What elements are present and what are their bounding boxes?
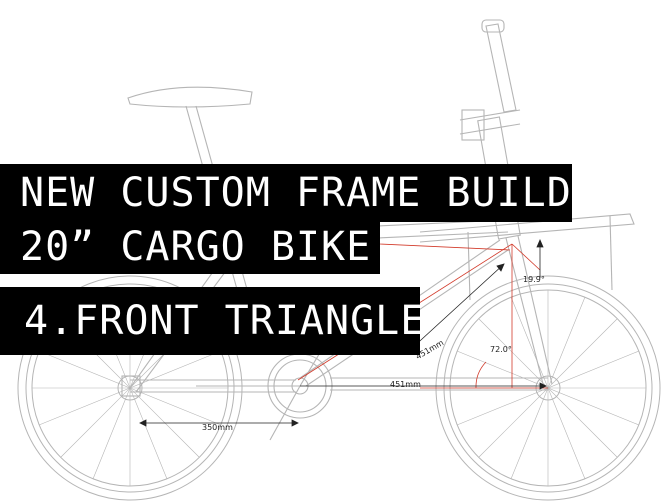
dimension-seat-angle: 72.0° — [490, 345, 512, 354]
title-line-2: 20” CARGO BIKE — [0, 222, 380, 274]
title-line-1: NEW CUSTOM FRAME BUILD — [0, 164, 572, 222]
dimension-chainstay: 350mm — [202, 423, 233, 432]
section-subtitle: 4.FRONT TRIANGLE — [0, 287, 424, 355]
dimension-head-angle: 19.9° — [523, 275, 545, 284]
dimension-arrows — [139, 238, 547, 427]
dimension-horizontal: 451mm — [390, 380, 421, 389]
